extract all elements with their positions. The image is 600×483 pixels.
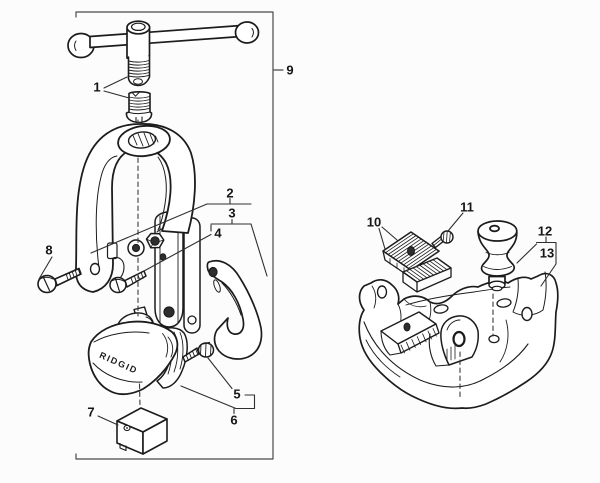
centerline-left <box>137 119 141 407</box>
callout-11: 11 <box>460 199 474 215</box>
callout-2: 2 <box>226 185 234 201</box>
base-casting <box>358 271 559 410</box>
jaw-block <box>116 407 168 455</box>
callout-4: 4 <box>214 225 222 241</box>
leader-6 <box>180 385 256 415</box>
centerline-right <box>459 293 494 399</box>
callout-8: 8 <box>45 242 53 258</box>
leader-11 <box>447 212 464 232</box>
leader-8 <box>38 256 53 280</box>
leader-5 <box>207 357 233 390</box>
callout-7: 7 <box>87 404 95 420</box>
leader-4 <box>143 224 212 272</box>
jaw-insert-bar <box>402 257 452 293</box>
leader-13 <box>516 243 538 264</box>
pivot-hardware <box>127 232 165 257</box>
callout-3: 3 <box>228 205 236 221</box>
callout-6: 6 <box>230 412 238 428</box>
callout-1: 1 <box>93 79 101 95</box>
callout-12: 12 <box>537 223 553 239</box>
leader-7 <box>97 415 119 426</box>
pipe-hook <box>206 259 263 360</box>
leader-2 <box>90 197 252 254</box>
pivot-screw <box>109 270 147 294</box>
assembly-bracket <box>75 11 284 460</box>
feed-screw-bushing <box>125 91 153 124</box>
pipe-jaw <box>87 320 179 396</box>
insert-screw <box>431 230 454 249</box>
leader-10 <box>378 226 398 250</box>
carriage-bolt <box>37 267 82 294</box>
leader-3 <box>210 218 268 277</box>
callout-10: 10 <box>366 214 382 230</box>
callout-13: 13 <box>539 245 555 261</box>
jaw-screw <box>182 341 215 363</box>
leader-lines <box>38 76 557 426</box>
roller <box>477 220 518 292</box>
leader-12 <box>535 236 557 287</box>
leader-1 <box>103 76 130 99</box>
feed-screw <box>127 55 151 87</box>
callout-5: 5 <box>233 386 241 402</box>
callout-9: 9 <box>286 62 294 78</box>
t-handle <box>67 20 260 61</box>
